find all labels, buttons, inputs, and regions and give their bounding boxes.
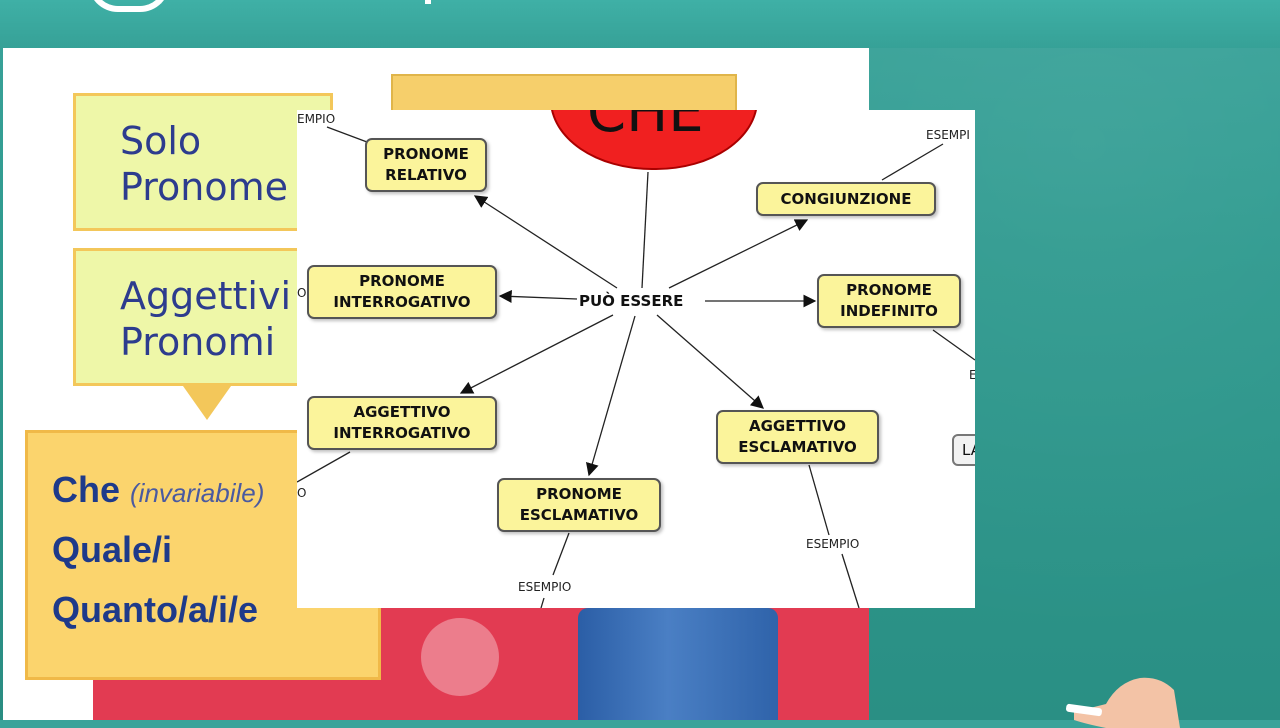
node-pronome-interrogativo: PRONOME INTERROGATIVO <box>307 265 497 319</box>
node-pronome-relativo: PRONOME RELATIVO <box>365 138 487 192</box>
label-esempio-right-mid: E <box>969 368 975 382</box>
edge-esempio-8 <box>540 597 545 608</box>
word-che-main: Che <box>52 469 131 510</box>
student-figure-image <box>578 608 778 720</box>
edge-esempio-6 <box>841 553 860 608</box>
concept-map-edges <box>297 126 975 608</box>
logo-icon <box>88 0 170 12</box>
word-che-note: (invariabile) <box>130 478 265 508</box>
node-aggettivo-esclamativo: AGGETTIVO ESCLAMATIVO <box>716 410 879 464</box>
top-header-band <box>0 0 1280 48</box>
node-partial-right: LA <box>952 434 975 466</box>
word-quale: Quale/i <box>52 529 173 570</box>
edge-aggettivo-interrogativo <box>459 314 614 394</box>
edge-esempio-2 <box>881 143 944 181</box>
teacher-hand-icon <box>1066 677 1180 728</box>
label-esempio-aggettivo-esclamativo: ESEMPIO <box>806 537 860 551</box>
root-che-label: CHE <box>587 110 704 145</box>
edge-pronome-interrogativo <box>498 289 578 303</box>
callout-pointer <box>183 386 231 420</box>
aggettivi-pronomi-box: Aggettivi Pronomi <box>73 248 333 386</box>
solo-pronome-box: Solo Pronome <box>73 93 333 231</box>
header-mark <box>425 0 431 4</box>
edge-aggettivo-esclamativo <box>656 314 764 409</box>
edge-esempio-4 <box>297 451 351 483</box>
hub-puo-essere: PUÒ ESSERE <box>579 292 684 310</box>
label-esempio-pronome-esclamativo: ESEMPIO <box>518 580 572 594</box>
edge-esempio-3 <box>932 329 975 361</box>
node-pronome-indefinito: PRONOME INDEFINITO <box>817 274 961 328</box>
edge-esempio-5 <box>808 464 830 536</box>
label-esempio-top-right: ESEMPI <box>926 128 970 142</box>
word-che: Che (invariabile) <box>52 469 264 511</box>
edge-pronome-esclamativo <box>586 315 636 477</box>
node-congiunzione: CONGIUNZIONE <box>756 182 936 216</box>
edge-esempio-1 <box>326 126 368 143</box>
label-esempio-top-left: EMPIO <box>297 112 336 126</box>
node-pronome-esclamativo: PRONOME ESCLAMATIVO <box>497 478 661 532</box>
edge-root-hub <box>641 171 649 289</box>
word-quanto: Quanto/a/i/e <box>52 589 259 630</box>
label-esempio-left-low: O <box>297 486 307 500</box>
label-esempio-left-mid: O <box>297 286 307 300</box>
edge-congiunzione <box>668 219 809 289</box>
concept-map: CHE PUÒ ESSERE PRONOME RELATIVO CONGIUNZ… <box>297 110 975 608</box>
circle-decoration <box>421 618 499 696</box>
node-aggettivo-interrogativo: AGGETTIVO INTERROGATIVO <box>307 396 497 450</box>
solo-pronome-text: Solo Pronome <box>120 119 289 209</box>
aggettivi-pronomi-text: Aggettivi Pronomi <box>120 274 292 364</box>
edge-esempio-7 <box>552 532 570 576</box>
edge-pronome-relativo <box>473 195 618 289</box>
